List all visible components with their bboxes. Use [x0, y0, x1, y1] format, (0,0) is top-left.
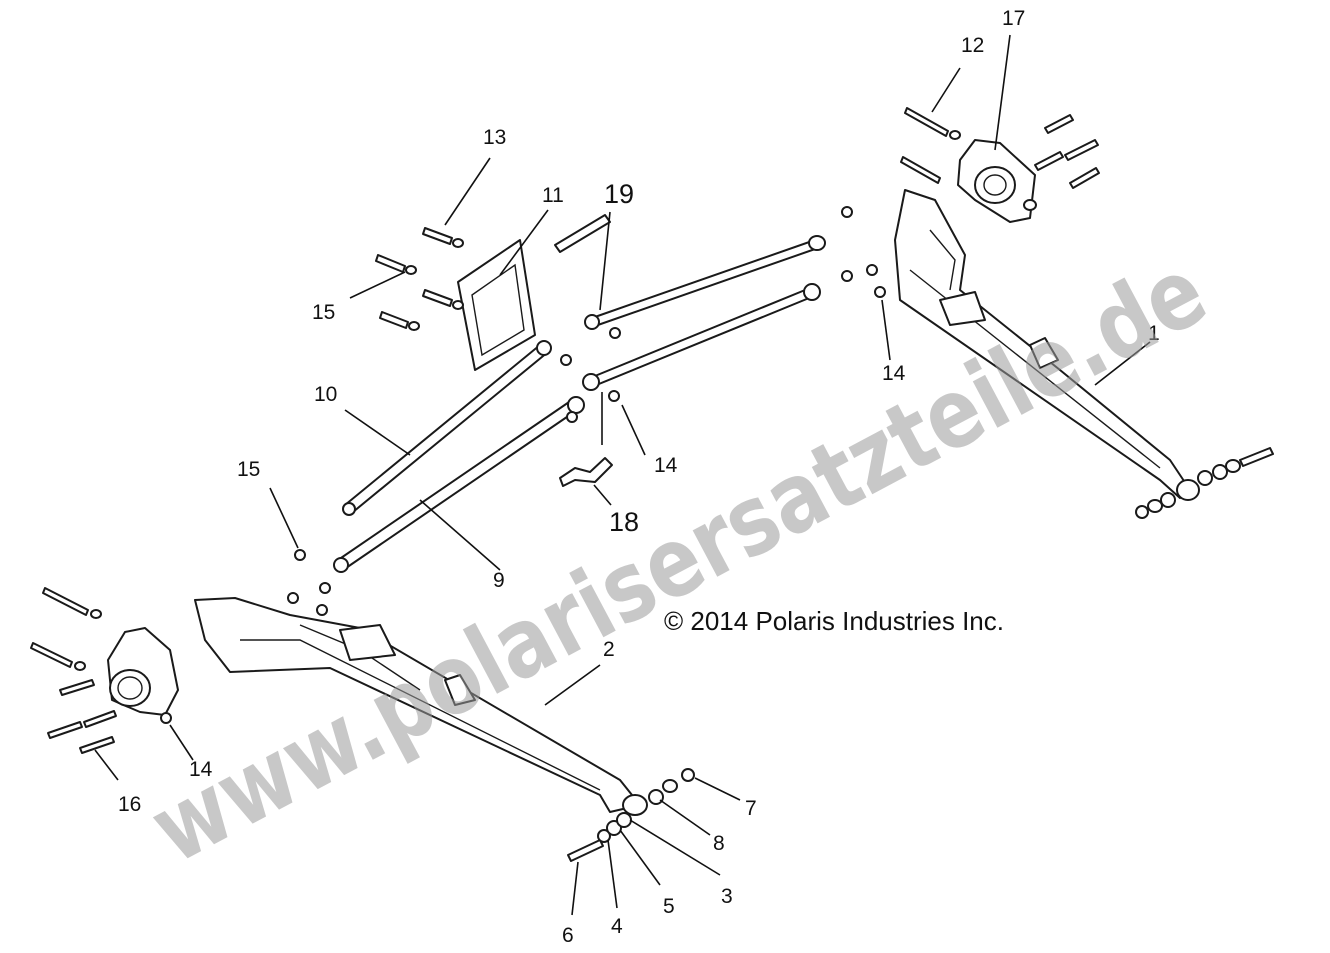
callout-6: 6: [562, 924, 574, 947]
callout-5: 5: [663, 895, 675, 918]
callout-16: 16: [118, 793, 141, 816]
hub-left: [107, 627, 179, 716]
callout-10: 10: [314, 383, 337, 406]
callout-2: 2: [603, 638, 615, 661]
hub-right: [957, 139, 1036, 223]
callout-14-right: 14: [882, 362, 906, 385]
callout-14-left: 14: [189, 758, 213, 781]
callout-15-upper: 15: [312, 301, 335, 324]
bolts-group-13-15: [375, 227, 464, 331]
callout-8: 8: [713, 832, 725, 855]
control-rods-right: [582, 235, 826, 391]
callout-4: 4: [611, 915, 623, 938]
callout-13: 13: [483, 126, 506, 149]
callout-12: 12: [961, 34, 984, 57]
nuts-group: [160, 206, 886, 724]
callout-15-lower: 15: [237, 458, 260, 481]
trailing-arm-1: [894, 189, 1200, 501]
leader-lines: [94, 34, 1151, 916]
callout-17: 17: [1002, 7, 1025, 30]
control-rods-left: [333, 340, 585, 573]
trailing-arm-2: [194, 597, 648, 816]
bolts-group-12: [900, 107, 1100, 211]
callout-14-center: 14: [654, 454, 678, 477]
watermark-text: www.polarisersatzteile.de: [133, 235, 1223, 886]
callout-1: 1: [1148, 322, 1160, 345]
pivot-hardware-arm-1: [1135, 447, 1274, 519]
clip-19: [554, 214, 611, 253]
callout-11: 11: [542, 184, 564, 207]
callout-3: 3: [721, 885, 733, 908]
copyright-notice: © 2014 Polaris Industries Inc.: [664, 606, 1004, 636]
pivot-hardware-arm-2: [567, 768, 695, 862]
callout-19: 19: [604, 179, 634, 209]
bolts-group-16: [30, 587, 117, 754]
callout-7: 7: [745, 797, 757, 820]
callout-9: 9: [493, 569, 505, 592]
bracket-11: [457, 239, 536, 371]
callout-labels: 1 2 3 4 5 6 7 8 9 10 11 12 13 14 14 14 1…: [118, 7, 1160, 947]
callout-18: 18: [609, 507, 639, 537]
clip-18: [559, 457, 613, 487]
